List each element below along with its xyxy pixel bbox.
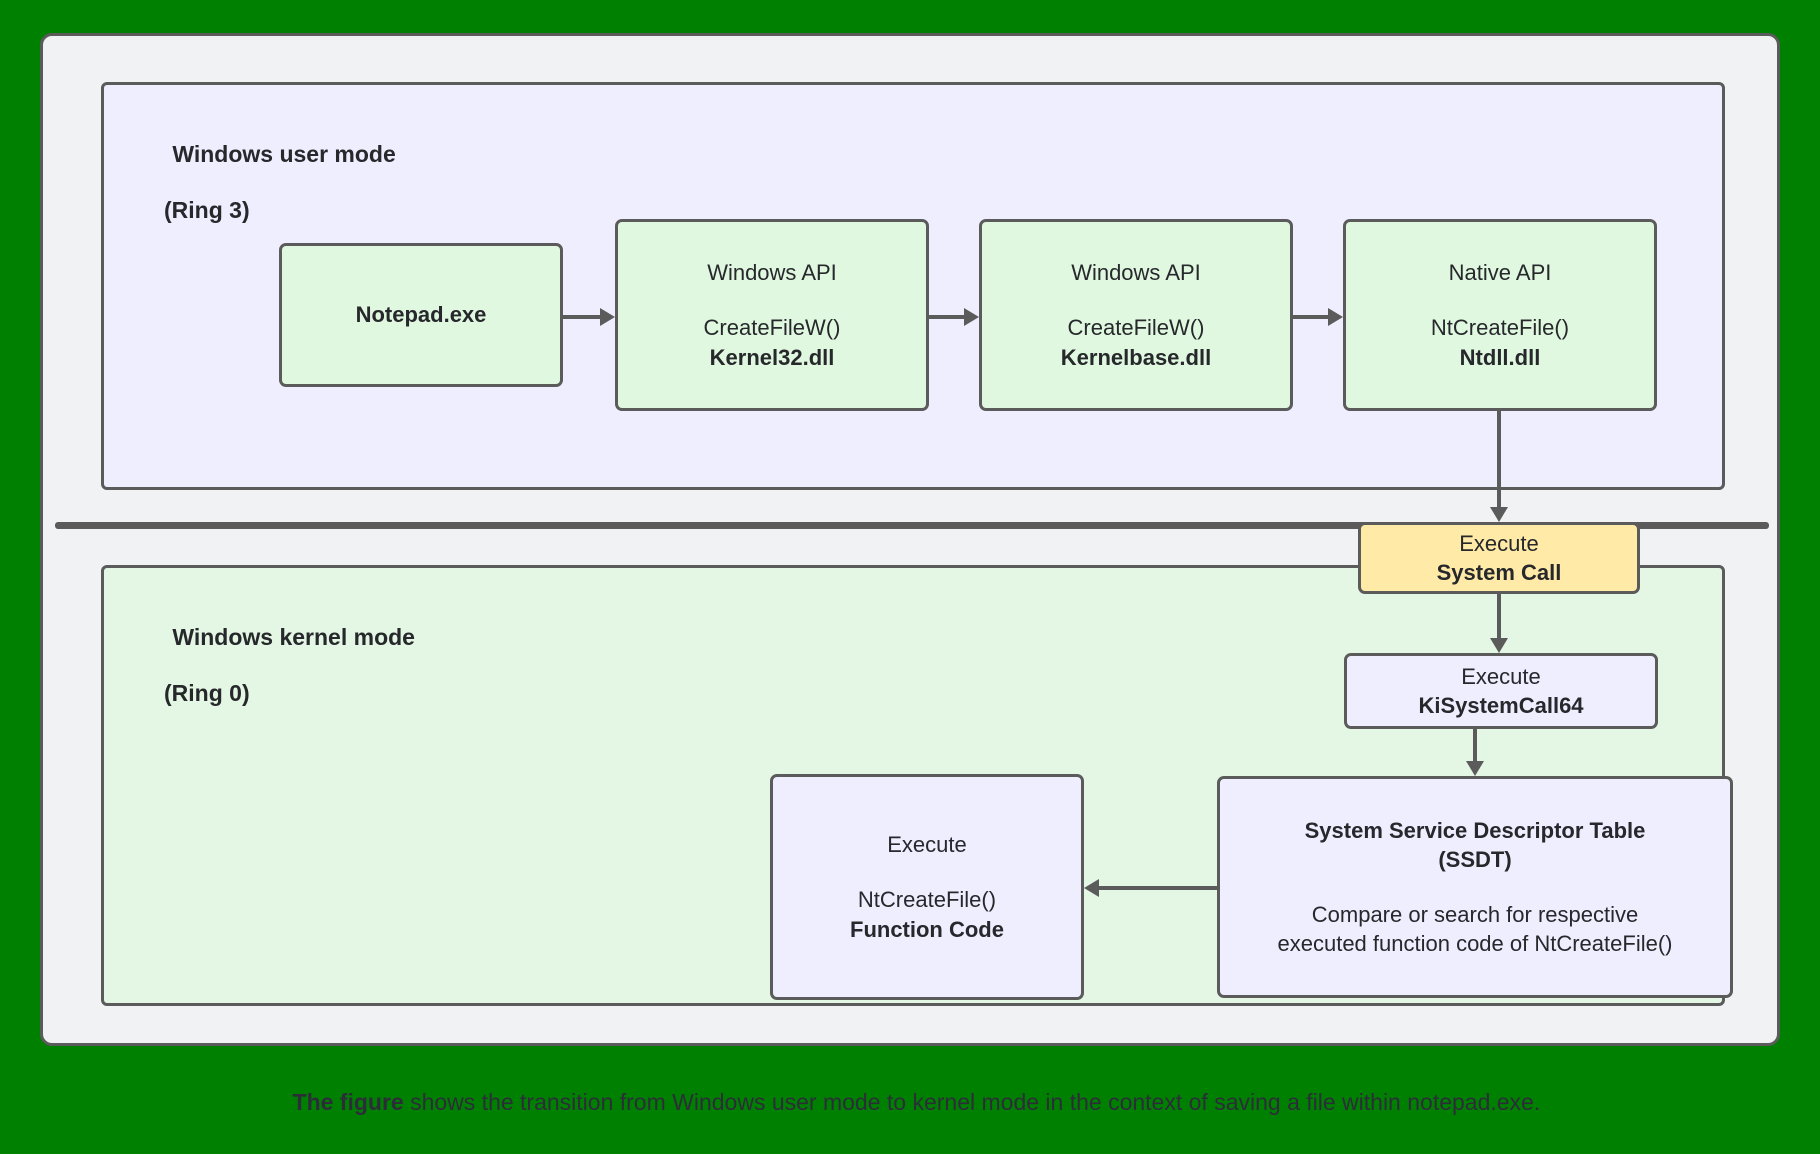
node-function-code-line3: Function Code <box>850 916 1004 942</box>
node-ssdt-line3: Compare or search for respective <box>1311 902 1639 927</box>
arrow-ntdll-to-system-call-icon <box>1489 411 1509 522</box>
arrow-ssdt-to-function-code-icon <box>1084 878 1217 898</box>
arrow-shaft <box>1473 729 1477 763</box>
user-mode-title-line1: Windows user mode <box>172 141 396 168</box>
node-kernelbase-line1: Windows API <box>1071 260 1201 286</box>
node-system-call-line2: System Call <box>1436 560 1562 585</box>
node-ntdll-line3: Ntdll.dll <box>1459 344 1541 370</box>
node-kernelbase-line3: Kernelbase.dll <box>1060 344 1212 370</box>
arrow-head-down-icon <box>1466 761 1484 776</box>
node-function-code-line2: NtCreateFile() <box>857 887 997 913</box>
figure-caption: The figure shows the transition from Win… <box>0 1062 1820 1116</box>
node-kernelbase: Windows API CreateFileW() Kernelbase.dll <box>979 219 1293 411</box>
user-mode-title-line2: (Ring 3) <box>164 197 250 224</box>
arrow-head-right-icon <box>1328 308 1343 326</box>
node-notepad-exe-label: Notepad.exe <box>355 302 487 328</box>
node-kernelbase-line2: CreateFileW() <box>1067 315 1205 341</box>
node-ssdt-line2: (SSDT) <box>1438 846 1512 872</box>
node-kernel32-line1: Windows API <box>707 260 837 286</box>
figure-caption-rest: shows the transition from Windows user m… <box>403 1089 1541 1115</box>
arrow-shaft <box>929 315 967 319</box>
kernel-mode-title-line2: (Ring 0) <box>164 680 250 707</box>
arrow-shaft <box>563 315 603 319</box>
node-execute-function-code: Execute NtCreateFile() Function Code <box>770 774 1084 1000</box>
node-kernel32: Windows API CreateFileW() Kernel32.dll <box>615 219 929 411</box>
arrow-kisystemcall64-to-ssdt-icon <box>1465 729 1485 776</box>
arrow-kernel32-to-kernelbase-icon <box>929 307 979 327</box>
figure-caption-bold: The figure <box>292 1089 404 1115</box>
node-kernel32-line2: CreateFileW() <box>703 315 841 341</box>
node-kernel32-line3: Kernel32.dll <box>709 344 835 370</box>
arrow-head-down-icon <box>1490 507 1508 522</box>
node-ssdt-line1: System Service Descriptor Table <box>1304 817 1646 843</box>
node-ntdll-line2: NtCreateFile() <box>1430 315 1570 341</box>
arrow-head-down-icon <box>1490 638 1508 653</box>
kernel-mode-title-line1: Windows kernel mode <box>172 624 415 651</box>
node-ssdt-line4: executed function code of NtCreateFile() <box>1277 931 1673 957</box>
arrow-shaft <box>1094 886 1217 890</box>
node-kisyscall-line1: Execute <box>1461 663 1541 689</box>
arrow-head-right-icon <box>964 308 979 326</box>
user-mode-title: Windows user mode (Ring 3) <box>134 112 396 280</box>
arrow-head-right-icon <box>600 308 615 326</box>
arrow-notepad-to-kernel32-icon <box>563 307 615 327</box>
arrow-shaft <box>1497 594 1501 640</box>
node-ntdll: Native API NtCreateFile() Ntdll.dll <box>1343 219 1657 411</box>
kernel-mode-title: Windows kernel mode (Ring 0) <box>134 595 415 763</box>
arrow-head-left-icon <box>1084 879 1099 897</box>
arrow-kernelbase-to-ntdll-icon <box>1293 307 1343 327</box>
node-execute-system-call: Execute System Call <box>1358 522 1640 594</box>
arrow-shaft <box>1497 411 1501 509</box>
node-ntdll-line1: Native API <box>1448 260 1552 286</box>
node-kisyscall-line2: KiSystemCall64 <box>1418 693 1584 718</box>
node-function-code-line1: Execute <box>887 832 967 858</box>
arrow-system-call-to-kisystemcall64-icon <box>1489 594 1509 653</box>
node-execute-kisystemcall64: Execute KiSystemCall64 <box>1344 653 1658 729</box>
node-ssdt: System Service Descriptor Table (SSDT) C… <box>1217 776 1733 998</box>
node-notepad-exe: Notepad.exe <box>279 243 563 387</box>
arrow-shaft <box>1293 315 1331 319</box>
user-kernel-mode-divider <box>55 522 1769 529</box>
node-system-call-line1: Execute <box>1459 530 1539 556</box>
figure-card: Windows user mode (Ring 3) Windows kerne… <box>40 33 1780 1046</box>
